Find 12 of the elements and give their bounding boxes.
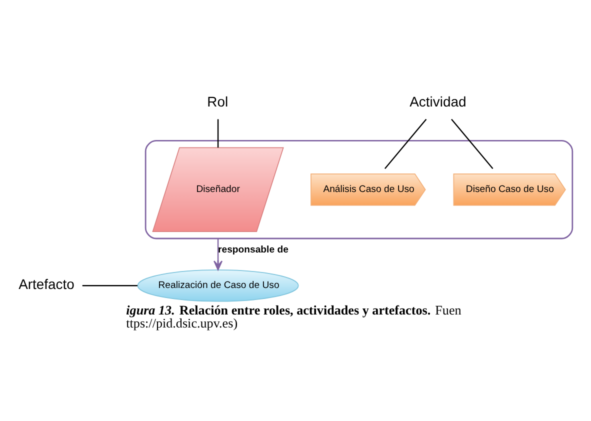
connector: [451, 118, 494, 169]
edge-label: responsable de: [218, 244, 288, 255]
connector: [217, 118, 219, 148]
node-text: Actividad: [410, 93, 466, 110]
node-text: Rol: [207, 93, 228, 110]
connector: [82, 284, 138, 286]
node-text: Artefacto: [18, 275, 74, 292]
connector: [384, 118, 427, 169]
cluster: [144, 140, 574, 239]
caption: igura 13. Relación entre roles, actividades y artefactos. Fuen ttps://pid.dsic.upv.es): [126, 302, 462, 330]
arrow: [214, 238, 223, 270]
node-ellipse: Realización de Caso de Uso: [137, 268, 299, 302]
